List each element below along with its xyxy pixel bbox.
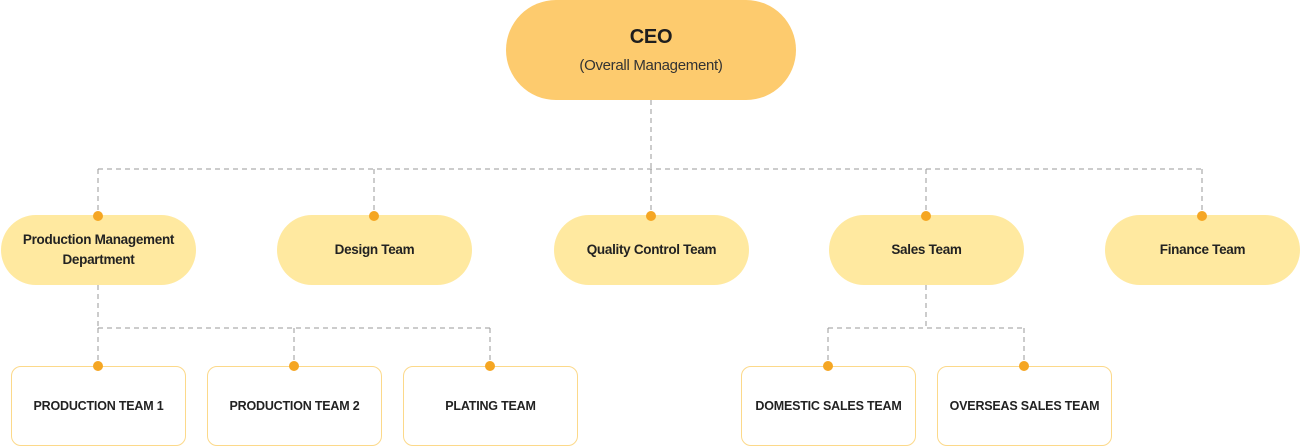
department-sales[interactable]: Sales Team [829, 215, 1024, 285]
department-label-line2: Department [62, 252, 135, 267]
connector-dot [921, 211, 931, 221]
team-overseas-sales[interactable]: OVERSEAS SALES TEAM [937, 366, 1112, 446]
connector-dot [1197, 211, 1207, 221]
department-finance[interactable]: Finance Team [1105, 215, 1300, 285]
connector-dot [485, 361, 495, 371]
department-label: Finance Team [1159, 242, 1246, 257]
ceo-title: CEO [629, 26, 673, 48]
production-to-teams-connector [97, 285, 491, 366]
team-label: PLATING TEAM [445, 399, 536, 413]
team-production-1[interactable]: PRODUCTION TEAM 1 [11, 366, 186, 446]
team-label: PRODUCTION TEAM 2 [229, 399, 360, 413]
department-production-management[interactable]: Production Management Department [1, 215, 196, 285]
department-quality-control[interactable]: Quality Control Team [554, 215, 749, 285]
team-label: DOMESTIC SALES TEAM [755, 399, 902, 413]
connector-dot [823, 361, 833, 371]
department-label: Sales Team [891, 242, 962, 257]
connector-dot [93, 361, 103, 371]
sales-to-teams-connector [827, 285, 1025, 366]
team-plating[interactable]: PLATING TEAM [403, 366, 578, 446]
department-label-line1: Production Management [22, 232, 175, 247]
team-label: OVERSEAS SALES TEAM [949, 399, 1100, 413]
connector-dot [289, 361, 299, 371]
ceo-to-departments-connector [97, 100, 1203, 216]
department-label: Design Team [334, 242, 415, 257]
team-production-2[interactable]: PRODUCTION TEAM 2 [207, 366, 382, 446]
team-domestic-sales[interactable]: DOMESTIC SALES TEAM [741, 366, 916, 446]
connector-dot [1019, 361, 1029, 371]
department-design[interactable]: Design Team [277, 215, 472, 285]
ceo-node[interactable]: CEO (Overall Management) [506, 0, 796, 100]
department-label: Quality Control Team [586, 242, 717, 257]
ceo-subtitle: (Overall Management) [579, 57, 723, 74]
team-label: PRODUCTION TEAM 1 [33, 399, 164, 413]
connector-dot [646, 211, 656, 221]
connector-dot [93, 211, 103, 221]
connector-dot [369, 211, 379, 221]
